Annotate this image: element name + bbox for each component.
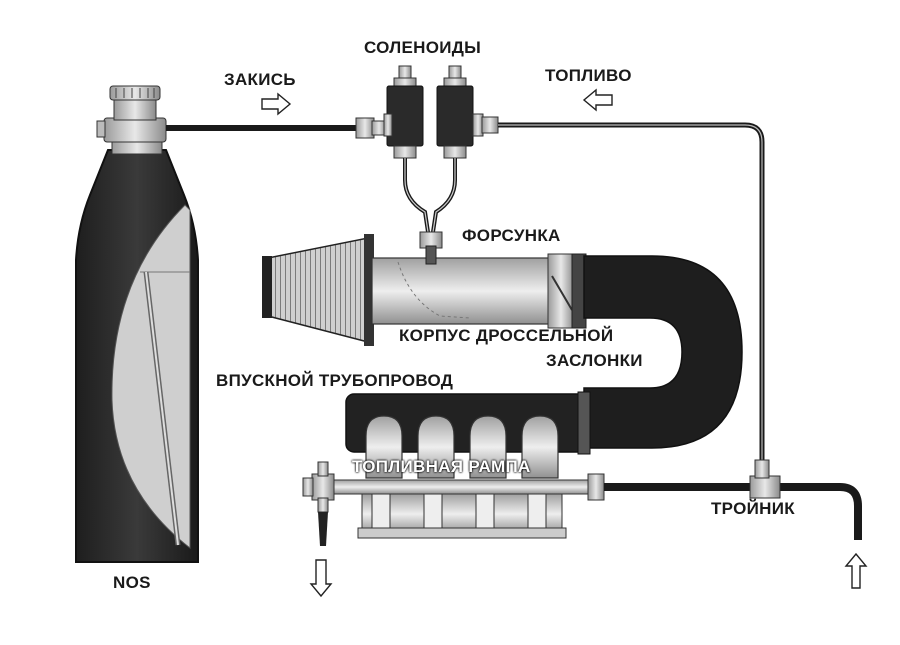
label-nos: NOS <box>113 573 151 592</box>
label-fuel: ТОПЛИВО <box>545 66 632 85</box>
nitrous-line <box>166 117 387 139</box>
air-filter <box>262 234 374 346</box>
label-nitrous: ЗАКИСЬ <box>224 70 296 89</box>
tee-fitting <box>749 459 781 499</box>
fuel-supply-line <box>604 483 862 540</box>
throttle-body <box>547 253 587 329</box>
intake-hose-bend <box>583 255 743 449</box>
arrow-right-icon <box>261 92 292 116</box>
solenoid-nitrous <box>383 65 424 159</box>
label-throttle-body-line1: КОРПУС ДРОССЕЛЬНОЙ <box>399 326 614 345</box>
arrow-icon <box>261 88 868 598</box>
injector-feed-lines <box>403 158 457 233</box>
intake-manifold <box>345 391 591 539</box>
arrow-left-icon <box>582 88 613 112</box>
bottle-valve <box>96 85 167 155</box>
intake-tube <box>371 257 559 325</box>
solenoid-fuel <box>436 65 499 159</box>
label-throttle-body-line2: ЗАСЛОНКИ <box>546 351 643 370</box>
fuel-line <box>498 122 765 460</box>
label-intake-manifold: ВПУСКНОЙ ТРУБОПРОВОД <box>216 371 454 390</box>
injector-nozzle <box>419 231 443 265</box>
label-solenoids: СОЛЕНОИДЫ <box>364 38 482 57</box>
nos-bottle <box>75 149 199 563</box>
label-fuel-rail: ТОПЛИВНАЯ РАМПА <box>352 457 531 476</box>
fuel-rail <box>302 461 605 546</box>
arrow-down-icon <box>309 559 333 598</box>
label-tee: ТРОЙНИК <box>711 499 795 518</box>
arrow-up-icon <box>844 552 868 589</box>
label-injector: ФОРСУНКА <box>462 226 561 245</box>
